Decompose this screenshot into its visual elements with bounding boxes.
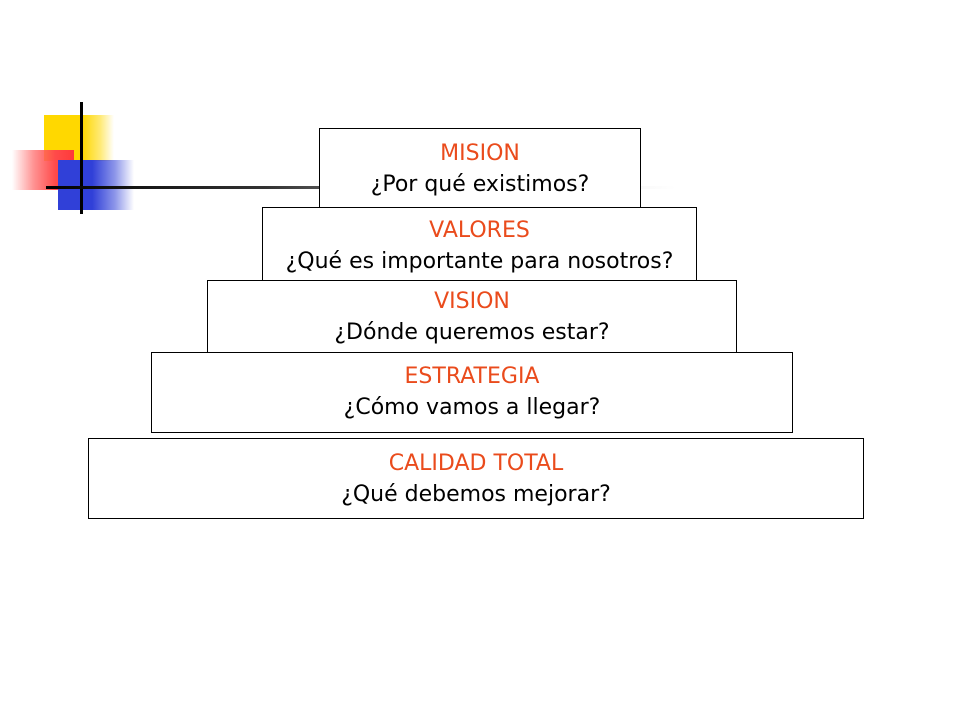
level-question: ¿Qué debemos mejorar? xyxy=(341,482,611,507)
level-title: VISION xyxy=(434,289,510,314)
pyramid-level-calidad-total: CALIDAD TOTAL ¿Qué debemos mejorar? xyxy=(88,438,864,519)
level-title: CALIDAD TOTAL xyxy=(388,451,564,476)
level-question: ¿Dónde queremos estar? xyxy=(334,320,610,345)
vertical-line xyxy=(80,102,83,214)
blue-square xyxy=(58,160,134,210)
decorative-squares-logo xyxy=(0,0,200,230)
level-question: ¿Qué es importante para nosotros? xyxy=(285,249,674,274)
level-title: MISION xyxy=(440,141,520,166)
pyramid-level-estrategia: ESTRATEGIA ¿Cómo vamos a llegar? xyxy=(151,352,793,433)
pyramid-level-valores: VALORES ¿Qué es importante para nosotros… xyxy=(262,207,697,284)
level-title: VALORES xyxy=(429,218,530,243)
level-title: ESTRATEGIA xyxy=(404,364,540,389)
level-question: ¿Cómo vamos a llegar? xyxy=(343,395,601,420)
level-question: ¿Por qué existimos? xyxy=(370,172,590,197)
pyramid-level-mision: MISION ¿Por qué existimos? xyxy=(319,128,641,210)
pyramid-level-vision: VISION ¿Dónde queremos estar? xyxy=(207,280,737,353)
